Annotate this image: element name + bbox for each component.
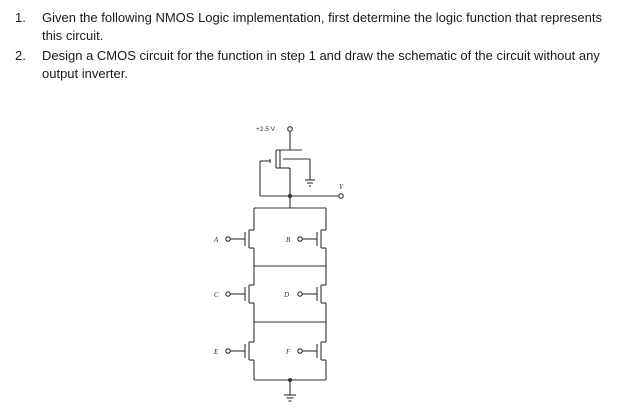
transistor-c [225,266,255,322]
question-2-number: 2. [15,48,26,63]
input-c-label: C [214,291,219,299]
input-f-label: F [285,348,291,356]
transistor-a [225,208,255,266]
ground-symbol-top [305,179,315,187]
output-terminal [338,193,344,199]
ground-symbol-bottom [284,394,296,402]
input-e-label: E [213,348,219,356]
supply-terminal [287,126,293,132]
input-b-label: B [286,236,291,244]
supply-label: +2.5 V [256,126,276,133]
transistor-f [297,322,327,380]
transistor-d [297,266,327,322]
question-1-number: 1. [15,10,26,25]
input-a-label: A [213,236,219,244]
load-transistor [259,149,311,197]
output-label: Y [339,183,344,191]
question-2-text: Design a CMOS circuit for the function i… [42,48,600,81]
transistor-e [225,322,255,380]
transistor-b [297,208,327,266]
question-1-text: Given the following NMOS Logic implement… [42,10,602,43]
input-d-label: D [283,291,289,299]
